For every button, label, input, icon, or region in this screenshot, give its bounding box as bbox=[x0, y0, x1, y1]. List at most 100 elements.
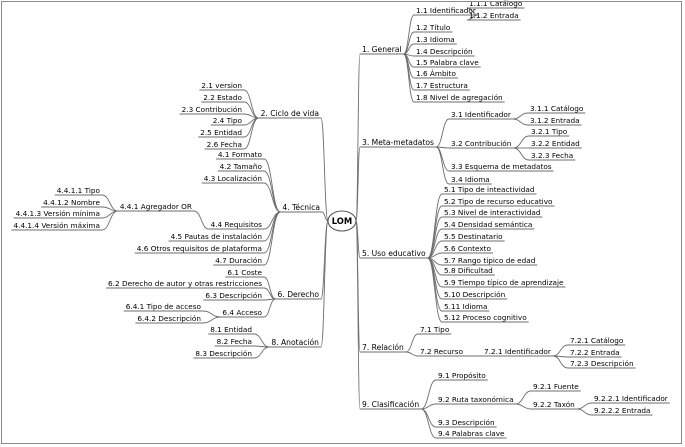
connector-c-9-2-2 bbox=[515, 403, 532, 410]
node-c-9-4[interactable]: 9.4 Palabras clave bbox=[438, 429, 505, 438]
node-m-3-1[interactable]: 3.1 Identificador bbox=[451, 110, 511, 119]
node-tecnica[interactable]: 4. Técnica bbox=[282, 203, 320, 212]
node-u-5-12[interactable]: 5.12 Proceso cognitivo bbox=[444, 313, 527, 322]
root-node[interactable]: LOM bbox=[327, 210, 357, 232]
node-c-9-3[interactable]: 9.3 Descripción bbox=[438, 418, 495, 427]
node-c-9-2-1[interactable]: 9.2.1 Fuente bbox=[533, 382, 579, 391]
node-u-5-10[interactable]: 5.10 Descripción bbox=[444, 290, 505, 299]
node-g-1-8[interactable]: 1.8 Nivel de agregación bbox=[416, 93, 503, 102]
node-uso[interactable]: 5. Uso educativo bbox=[362, 249, 426, 258]
node-a-8-3[interactable]: 8.3 Descripción bbox=[195, 349, 252, 358]
node-t-4-3[interactable]: 4.3 Localización bbox=[204, 174, 262, 183]
node-m-3-2-2[interactable]: 3.2.2 Entidad bbox=[531, 139, 580, 148]
node-t-4-1[interactable]: 4.1 Formato bbox=[218, 150, 263, 159]
node-u-5-3[interactable]: 5.3 Nivel de interactividad bbox=[444, 208, 540, 217]
node-u-5-7[interactable]: 5.7 Rango típico de edad bbox=[444, 256, 535, 265]
node-g-1-2[interactable]: 1.2 Título bbox=[416, 23, 451, 32]
node-t-4-6[interactable]: 4.6 Otros requisitos de plataforma bbox=[137, 244, 262, 253]
connector-m-3-1-2 bbox=[512, 118, 529, 126]
node-c-9-1[interactable]: 9.1 Propósito bbox=[438, 371, 486, 380]
node-g-1-6[interactable]: 1.6 Ámbito bbox=[416, 69, 457, 78]
node-general[interactable]: 1. General bbox=[362, 45, 402, 54]
node-c-9-2-2-1[interactable]: 9.2.2.1 Identificador bbox=[594, 394, 668, 403]
connector-m-3-2-3 bbox=[513, 147, 530, 161]
connector-d-6-4 bbox=[263, 298, 276, 318]
node-cv-2-6[interactable]: 2.6 Fecha bbox=[207, 140, 242, 149]
node-u-5-2[interactable]: 5.2 Tipo de recurso educativo bbox=[444, 197, 553, 206]
node-g-1-4[interactable]: 1.4 Descripción bbox=[416, 47, 473, 56]
node-u-5-4[interactable]: 5.4 Densidad semántica bbox=[444, 220, 532, 229]
node-d-6-4-2[interactable]: 6.4.2 Descripción bbox=[137, 314, 201, 323]
node-t-4-5[interactable]: 4.5 Pautas de instalación bbox=[171, 232, 262, 241]
connector-t-4-7 bbox=[263, 211, 281, 266]
node-u-5-1[interactable]: 5.1 Tipo de inteactividad bbox=[444, 185, 535, 194]
connector-r-7-1 bbox=[405, 333, 419, 353]
node-ciclo[interactable]: 2. Ciclo de vida bbox=[261, 109, 319, 118]
node-cv-2-1[interactable]: 2.1 version bbox=[201, 81, 242, 90]
node-g-1-1-2[interactable]: 1.1.2 Entrada bbox=[469, 11, 519, 20]
connector-c-9-2-2-2 bbox=[576, 408, 593, 416]
node-r-7-2-1-1[interactable]: 7.2.1 Catálogo bbox=[570, 336, 624, 345]
node-r-7-2-1-3[interactable]: 7.2.3 Descripción bbox=[570, 359, 634, 368]
node-u-5-9[interactable]: 5.9 Tiempo típico de aprendizaje bbox=[444, 278, 564, 287]
node-u-5-6[interactable]: 5.6 Contexto bbox=[444, 244, 492, 253]
node-g-1-7[interactable]: 1.7 Estructura bbox=[416, 81, 468, 90]
node-t-4-4-1-3[interactable]: 4.4.1.3 Versión mínima bbox=[16, 209, 100, 218]
node-u-5-11[interactable]: 5.11 Idioma bbox=[444, 302, 487, 311]
node-t-4-2[interactable]: 4.2 Tamaño bbox=[220, 162, 263, 171]
node-d-6-4-1[interactable]: 6.4.1 Tipo de acceso bbox=[126, 302, 202, 311]
connector-a-8-1 bbox=[253, 333, 270, 348]
node-t-4-4-1-4[interactable]: 4.4.1.4 Versión máxima bbox=[13, 221, 100, 230]
connector-t-4-2 bbox=[263, 170, 281, 213]
node-m-3-3[interactable]: 3.3 Esquema de metadatos bbox=[451, 162, 552, 171]
connector-tecnica bbox=[321, 211, 329, 222]
node-t-4-4-1[interactable]: 4.4.1 Agregador OR bbox=[120, 202, 192, 211]
connector-u-5-12 bbox=[427, 257, 443, 323]
root-node-label: LOM bbox=[332, 216, 353, 226]
node-cv-2-2[interactable]: 2.2 Estado bbox=[203, 93, 242, 102]
node-r-7-1[interactable]: 7.1 Tipo bbox=[420, 325, 450, 334]
node-m-3-2[interactable]: 3.2 Contribución bbox=[451, 139, 511, 148]
node-m-3-2-1[interactable]: 3.2.1 Tipo bbox=[531, 127, 568, 136]
node-a-8-2[interactable]: 8.2 Fecha bbox=[217, 337, 252, 346]
node-t-4-7[interactable]: 4.7 Duración bbox=[215, 256, 262, 265]
node-u-5-5[interactable]: 5.5 Destinatario bbox=[444, 232, 503, 241]
node-d-6-3[interactable]: 6.3 Descripción bbox=[205, 291, 262, 300]
node-derecho[interactable]: 6. Derecho bbox=[278, 290, 320, 299]
node-m-3-1-1[interactable]: 3.1.1 Catálogo bbox=[530, 104, 584, 113]
node-g-1-1[interactable]: 1.1 Identificador bbox=[416, 6, 476, 15]
connector-m-3-1-1 bbox=[512, 112, 529, 120]
node-u-5-8[interactable]: 5.8 Dificultad bbox=[444, 266, 493, 275]
node-cv-2-4[interactable]: 2.4 Tipo bbox=[213, 116, 243, 125]
node-r-7-2-1[interactable]: 7.2.1 Identificador bbox=[484, 347, 551, 356]
node-t-4-4-1-2[interactable]: 4.4.1.2 Nombre bbox=[43, 198, 100, 207]
node-c-9-2-2-2[interactable]: 9.2.2.2 Entrada bbox=[594, 406, 651, 415]
node-t-4-4[interactable]: 4.4 Requisitos bbox=[211, 220, 263, 229]
node-g-1-3[interactable]: 1.3 Idioma bbox=[416, 35, 455, 44]
node-r-7-2[interactable]: 7.2 Recurso bbox=[420, 347, 464, 356]
node-g-1-1-1[interactable]: 1.1.1 Catálogo bbox=[469, 0, 523, 8]
node-clasificacion[interactable]: 9. Clasificación bbox=[362, 400, 419, 409]
node-g-1-5[interactable]: 1.5 Palabra clave bbox=[416, 58, 479, 67]
node-cv-2-3[interactable]: 2.3 Contribución bbox=[182, 105, 242, 114]
node-m-3-2-3[interactable]: 3.2.3 Fecha bbox=[531, 151, 573, 160]
node-c-9-2-2[interactable]: 9.2.2 Taxón bbox=[533, 400, 575, 409]
connector-m-3-4 bbox=[435, 146, 450, 185]
node-meta[interactable]: 3. Meta-metadatos bbox=[362, 138, 434, 147]
connector-r-7-2 bbox=[405, 351, 419, 357]
node-cv-2-5[interactable]: 2.5 Entidad bbox=[200, 128, 242, 137]
node-a-8-1[interactable]: 8.1 Entidad bbox=[210, 325, 252, 334]
node-m-3-4[interactable]: 3.4 Idioma bbox=[451, 175, 490, 184]
connector-r-7-2-1-3 bbox=[552, 355, 569, 369]
node-d-6-4[interactable]: 6.4 Acceso bbox=[222, 308, 262, 317]
node-relacion[interactable]: 7. Relación bbox=[362, 343, 404, 352]
node-t-4-4-1-1[interactable]: 4.4.1.1 Tipo bbox=[57, 186, 101, 195]
connector-c-9-1 bbox=[420, 379, 437, 410]
node-m-3-1-2[interactable]: 3.1.2 Entrada bbox=[530, 116, 580, 125]
node-r-7-2-1-2[interactable]: 7.2.2 Entrada bbox=[570, 348, 620, 357]
node-anotacion[interactable]: 8. Anotación bbox=[271, 338, 319, 347]
node-d-6-2[interactable]: 6.2 Derecho de autor y otras restriccion… bbox=[108, 279, 262, 288]
node-c-9-2[interactable]: 9.2 Ruta taxonómica bbox=[438, 395, 514, 404]
node-d-6-1[interactable]: 6.1 Coste bbox=[227, 268, 262, 277]
